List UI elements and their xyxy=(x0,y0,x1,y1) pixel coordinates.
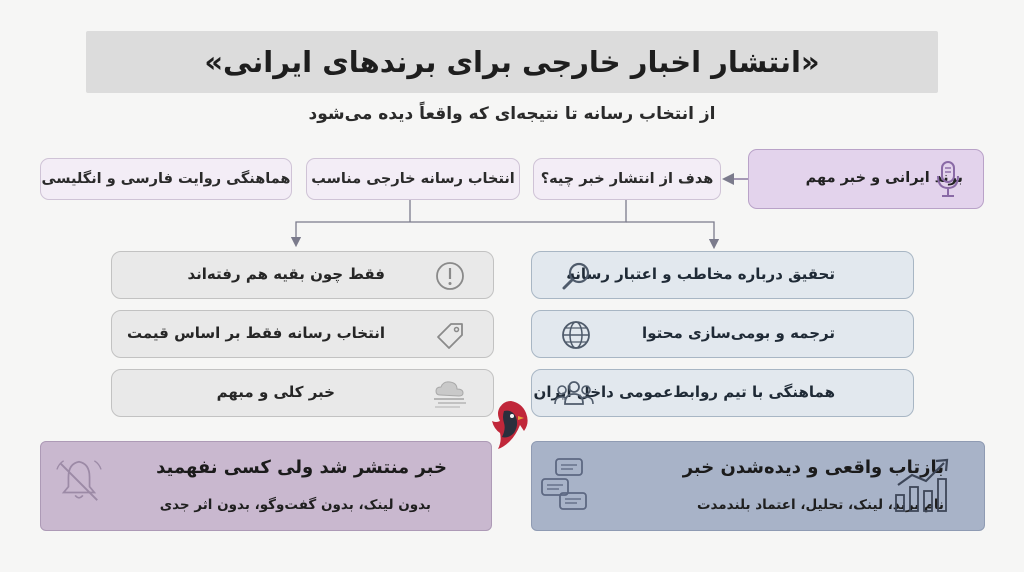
goal-to-good-path xyxy=(626,221,720,250)
good-card-research: تحقیق درباره مخاطب و اعتبار رسانه xyxy=(531,251,914,299)
good-card-pr-team: هماهنگی با تیم روابط‌عمومی داخل ایران xyxy=(531,369,914,417)
goal-to-bad-path xyxy=(290,200,627,248)
people-icon xyxy=(554,381,594,405)
bad-outcome-box: خبر منتشر شد ولی کسی نفهمید بدون لینک، ب… xyxy=(40,441,492,531)
bad-card-follow-others: فقط چون بقیه هم رفته‌اند xyxy=(111,251,494,299)
exclamation-icon xyxy=(436,262,464,290)
globe-icon xyxy=(562,321,590,349)
choose-media-pill: انتخاب رسانه خارجی مناسب xyxy=(306,158,520,200)
brand-news-pill: برند ایرانی و خبر مهم xyxy=(748,149,984,209)
good-card-label: تحقیق درباره مخاطب و اعتبار رسانه xyxy=(566,265,835,283)
page-title: «انتشار اخبار خارجی برای برندهای ایرانی» xyxy=(204,45,820,79)
page-subtitle: از انتخاب رسانه تا نتیجه‌ای که واقعاً دی… xyxy=(308,104,716,124)
coordinate-narrative-pill: هماهنگی روایت فارسی و انگلیسی xyxy=(40,158,292,200)
chat-bubbles-icon xyxy=(541,458,587,510)
good-outcome-title: بازتاب واقعی و دیده‌شدن خبر xyxy=(682,457,944,478)
bad-card-label: خبر کلی و مبهم xyxy=(216,383,335,401)
growth-chart-icon xyxy=(895,458,949,512)
price-tag-icon xyxy=(437,323,463,349)
goal-question-label: هدف از انتشار خبر چیه؟ xyxy=(540,171,714,187)
title-bar: «انتشار اخبار خارجی برای برندهای ایرانی» xyxy=(86,31,938,93)
bad-card-vague-news: خبر کلی و مبهم xyxy=(111,369,494,417)
coordinate-narrative-label: هماهنگی روایت فارسی و انگلیسی xyxy=(41,171,291,187)
brand-news-label: برند ایرانی و خبر مهم xyxy=(805,170,963,186)
good-outcome-box: بازتاب واقعی و دیده‌شدن خبر نام برند، لی… xyxy=(531,441,985,531)
bad-outcome-subtitle: بدون لینک، بدون گفت‌وگو، بدون اثر جدی xyxy=(159,497,431,513)
muted-bell-icon xyxy=(56,460,102,501)
good-card-label: ترجمه و بومی‌سازی محتوا xyxy=(642,324,835,342)
microphone-icon xyxy=(937,161,959,197)
goal-question-pill: هدف از انتشار خبر چیه؟ xyxy=(533,158,721,200)
good-card-label: هماهنگی با تیم روابط‌عمومی داخل ایران xyxy=(533,383,835,401)
magnifier-icon xyxy=(562,262,590,290)
bad-card-price-only: انتخاب رسانه فقط بر اساس قیمت xyxy=(111,310,494,358)
choose-media-label: انتخاب رسانه خارجی مناسب xyxy=(311,171,515,187)
bad-card-label: انتخاب رسانه فقط بر اساس قیمت xyxy=(126,324,385,342)
good-card-translate: ترجمه و بومی‌سازی محتوا xyxy=(531,310,914,358)
mascot-bird-icon xyxy=(492,401,528,449)
bad-card-label: فقط چون بقیه هم رفته‌اند xyxy=(187,265,385,283)
bad-outcome-title: خبر منتشر شد ولی کسی نفهمید xyxy=(156,457,447,478)
fog-cloud-icon xyxy=(434,381,466,408)
good-outcome-subtitle: نام برند، لینک، تحلیل، اعتماد بلندمدت xyxy=(696,497,944,513)
